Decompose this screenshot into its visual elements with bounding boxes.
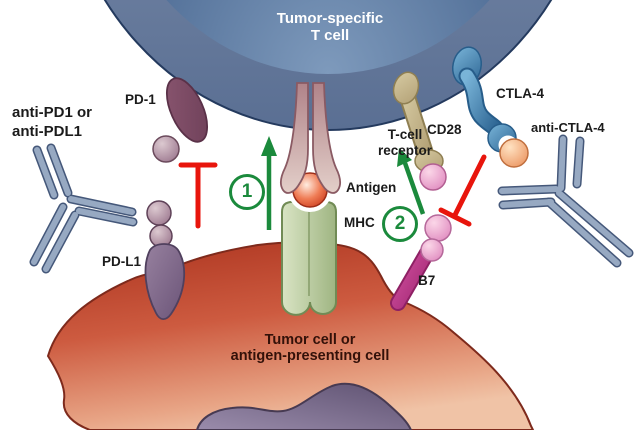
pdl1-ball-upper <box>146 200 172 226</box>
t-cell-inner-region <box>166 0 490 74</box>
anti-pd-label: anti-PD1 or anti-PDL1 <box>12 103 92 141</box>
cd28-head <box>392 71 420 105</box>
tcr-label: T-cell receptor <box>345 127 465 159</box>
t-cell-title-line2: T cell <box>310 27 350 44</box>
tumor-cell-title-line1: Tumor cell or <box>264 332 356 348</box>
tcr-label-line2: receptor <box>377 143 433 158</box>
t-cell-title-line1: Tumor-specific <box>276 10 384 27</box>
ctla4-neck <box>460 69 502 135</box>
step-2-badge: 2 <box>382 206 418 242</box>
anti-pd-antibody <box>29 143 138 274</box>
pd1-binding-ball <box>152 135 180 163</box>
b7-label: B7 <box>418 273 436 288</box>
pd1-label: PD-1 <box>125 92 156 107</box>
activation-arrow-2 <box>397 148 426 215</box>
pd1-receptor <box>165 77 209 143</box>
cd28-pink-ball <box>419 163 447 191</box>
ctla4-orange-ball <box>499 138 529 168</box>
tcr-label-line1: T-cell <box>387 127 423 142</box>
nucleus <box>195 382 413 430</box>
b7-ball-upper <box>424 214 452 242</box>
antigen-label: Antigen <box>346 180 397 195</box>
pdl1-ligand <box>144 243 186 321</box>
inhibition-symbol-pd <box>178 162 218 229</box>
inhibition-symbol-ctla4 <box>438 154 487 227</box>
anti-pd-label-line1: anti-PD1 or <box>12 104 93 121</box>
tumor-cell-title: Tumor cell or antigen-presenting cell <box>180 332 440 364</box>
anti-pd-label-line2: anti-PDL1 <box>12 123 83 140</box>
tcr-right-chain <box>312 82 342 194</box>
cd28-label: CD28 <box>427 122 462 137</box>
anti-ctla4-label: anti-CTLA-4 <box>531 120 605 135</box>
b7-ball-lower <box>420 238 444 262</box>
b7-stalk <box>392 247 433 309</box>
step-1-badge: 1 <box>229 174 265 210</box>
tumor-cell-title-line2: antigen-presenting cell <box>230 348 390 364</box>
tcr-left-chain <box>279 82 309 194</box>
ctla4-label: CTLA-4 <box>496 86 544 101</box>
anti-ctla4-antibody <box>497 134 634 268</box>
mhc-label: MHC <box>344 215 375 230</box>
activation-arrow-1 <box>261 136 277 230</box>
pdl1-label: PD-L1 <box>102 254 142 269</box>
t-cell-title: Tumor-specific T cell <box>225 10 435 44</box>
